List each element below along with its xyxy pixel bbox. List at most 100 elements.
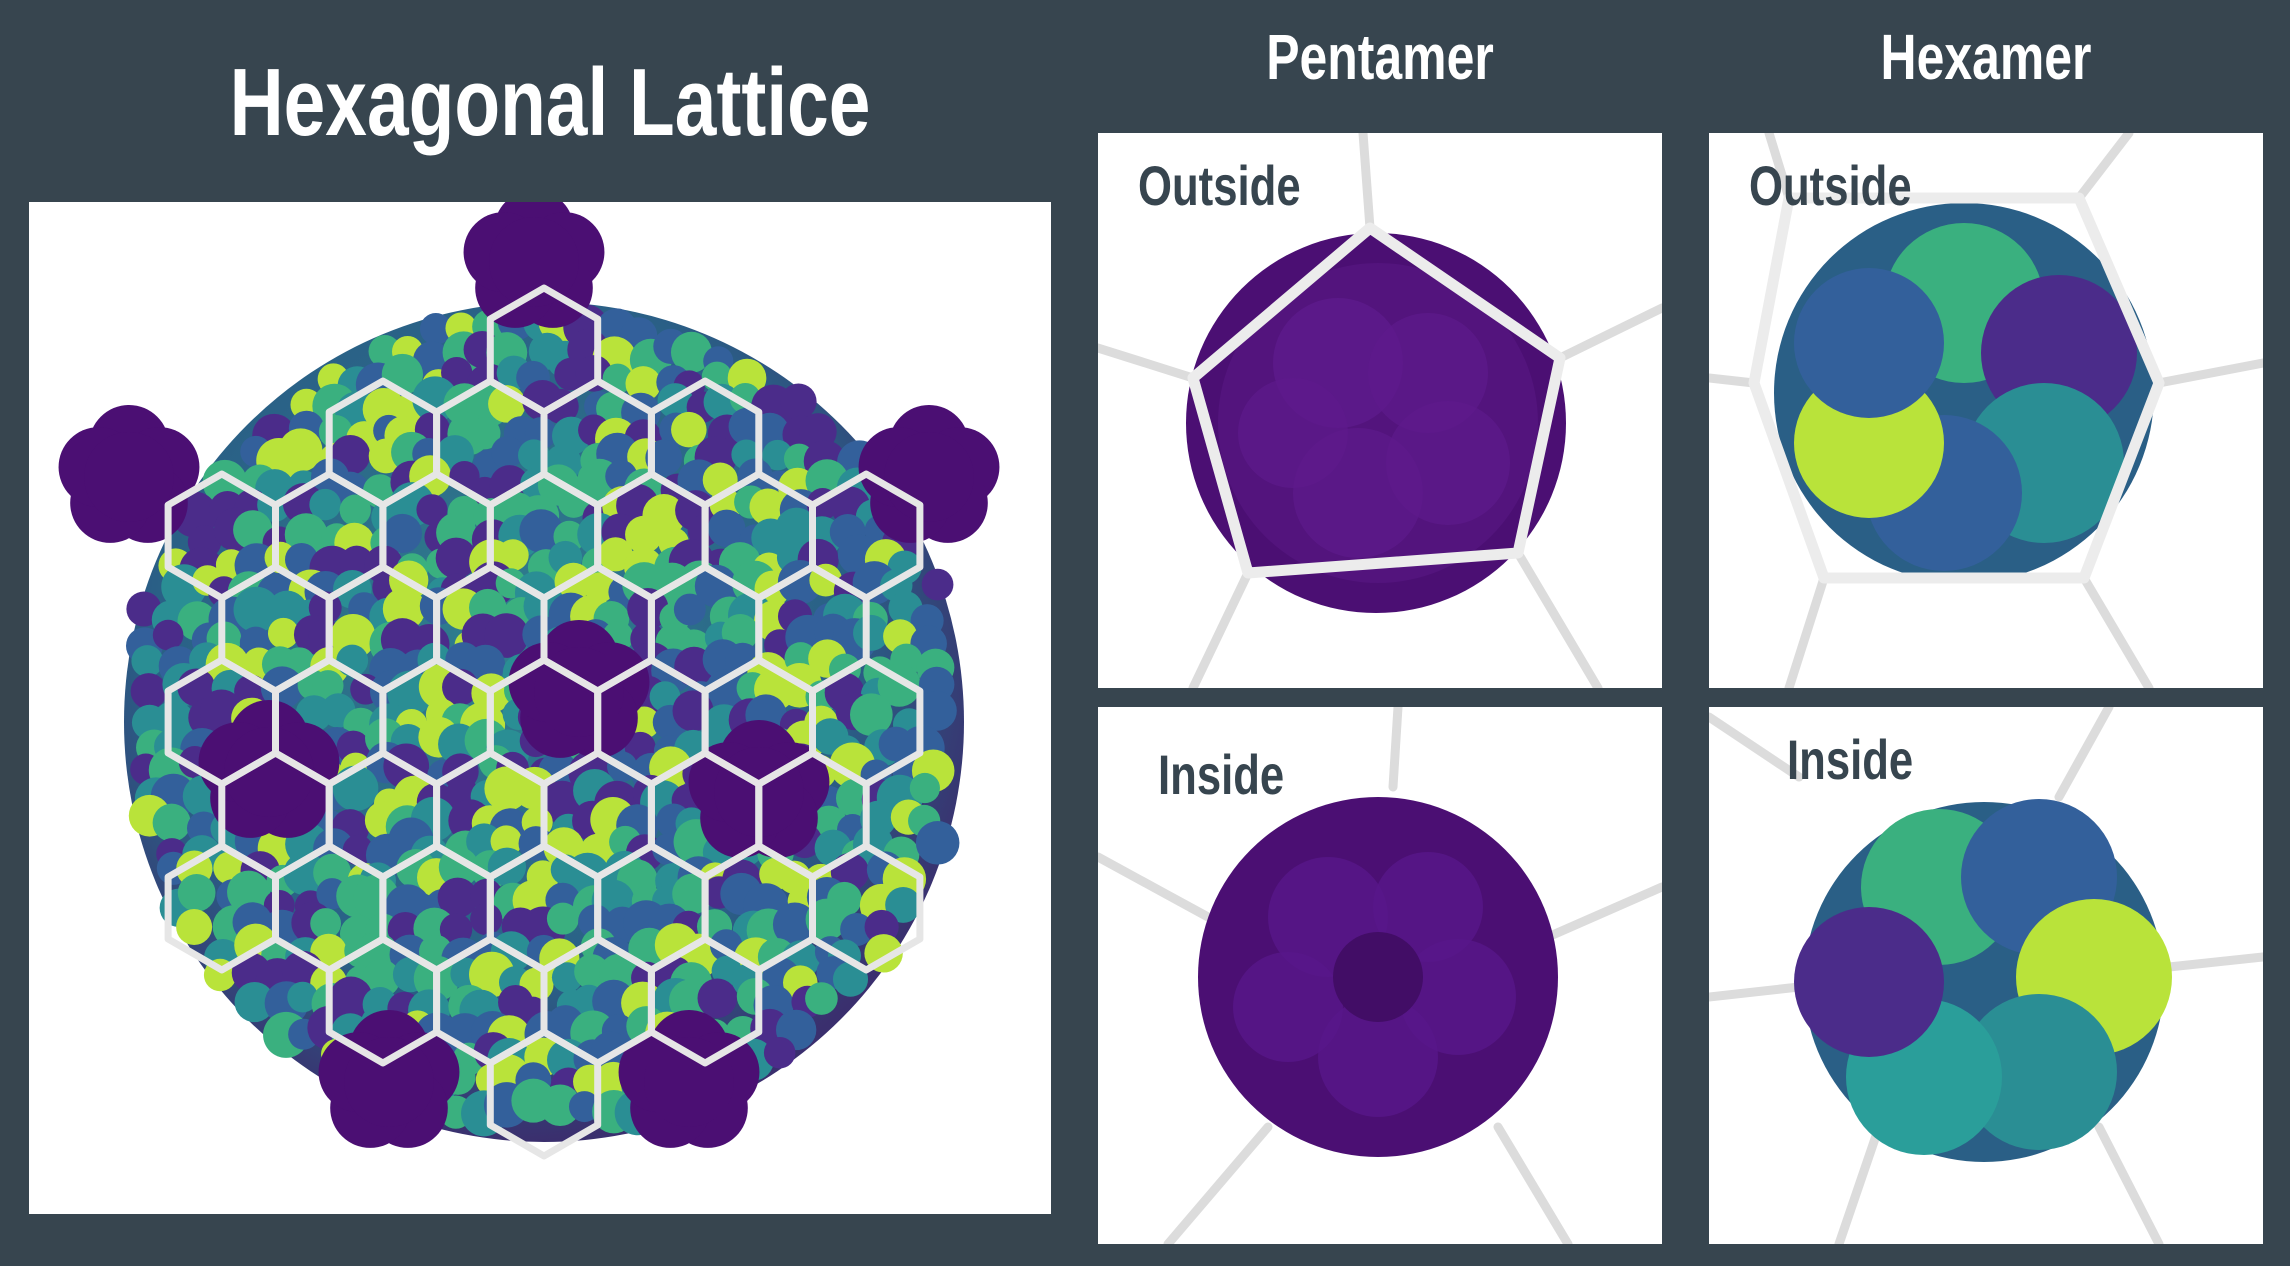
protein-blob: [310, 908, 342, 939]
protein-blob: [649, 681, 681, 712]
pentamer-blob: [58, 405, 200, 543]
protein-blob: [921, 568, 954, 601]
protein-blob: [312, 670, 344, 702]
protein-blob: [670, 331, 712, 373]
protein-blob: [780, 383, 817, 420]
hexamer-inside-render: [1709, 707, 2263, 1244]
pentamer-column-title: Pentamer: [1266, 21, 1494, 93]
protein-blob: [772, 902, 817, 947]
protein-blob: [131, 645, 164, 677]
protein-blob: [437, 877, 478, 918]
protein-blob: [484, 613, 529, 658]
protein-blob: [749, 488, 787, 526]
lattice-edges: [1709, 707, 2263, 1244]
protein-blob: [470, 903, 503, 936]
protein-blob: [468, 417, 501, 450]
protein-blob: [671, 411, 707, 448]
figure-title: Hexagonal Lattice: [229, 49, 871, 156]
pentamer-protein: [1198, 797, 1558, 1157]
protein-blob: [705, 669, 747, 710]
protein-blob: [697, 978, 738, 1018]
protein-blob: [278, 428, 323, 472]
protein-blob: [805, 982, 838, 1015]
capsid-pentamers: [58, 202, 1000, 1148]
pentamer-outside-label: Outside: [1138, 154, 1301, 217]
protein-blob: [152, 803, 191, 842]
protein-blob: [130, 673, 167, 710]
lattice-cell: [486, 1028, 602, 1160]
protein-blob: [568, 1091, 600, 1123]
protein-blob: [916, 690, 957, 731]
protein-blob: [416, 494, 448, 526]
pentamer-inside-render: [1098, 707, 1662, 1244]
protein-blob: [673, 593, 706, 626]
capsid-lattice-image: [29, 202, 1051, 1214]
protein-blob: [362, 959, 401, 998]
hexamer-protein: [1774, 203, 2154, 583]
lattice-edges: [1709, 133, 2263, 688]
protein-blob: [539, 1084, 581, 1127]
protein-blob: [519, 509, 563, 553]
protein-blob: [267, 617, 299, 649]
lattice-cell: [809, 842, 924, 974]
protein-blob: [598, 537, 633, 572]
pentamer-inside-label: Inside: [1158, 743, 1285, 806]
protein-blob: [234, 982, 275, 1023]
protein-blob: [915, 821, 960, 865]
lattice-edges: [1098, 707, 1662, 1244]
protein-blob: [805, 898, 848, 941]
hexamer-inside-panel: Inside: [1709, 707, 2263, 1244]
protein-blob: [584, 572, 615, 603]
hexamer-protein: [1794, 799, 2172, 1162]
protein-blob: [763, 1036, 796, 1069]
capsid-render: [58, 202, 1000, 1160]
pentamer-blob: [618, 1010, 760, 1148]
protein-blob: [382, 587, 426, 631]
protein-blob: [885, 886, 922, 923]
protein-blob: [233, 510, 273, 550]
protein-blob: [546, 902, 579, 935]
pentamer-outside-panel: Outside: [1098, 133, 1662, 688]
pentamer-outside-render: [1098, 133, 1662, 688]
protein-blob: [435, 537, 477, 579]
pentagon-outline: [1187, 222, 1566, 579]
protein-blob: [177, 874, 216, 912]
protein-blob: [152, 619, 184, 651]
hexamer-outside-label: Outside: [1749, 154, 1912, 217]
protein-blob: [339, 494, 371, 526]
pentamer-inside-panel: Inside: [1098, 707, 1662, 1244]
pentamer-protein: [1186, 233, 1566, 613]
protein-blob: [849, 693, 893, 737]
lattice-edges: [1098, 133, 1662, 688]
pentamer-blob: [858, 405, 1000, 543]
protein-blob: [853, 614, 890, 651]
protein-blob: [441, 356, 473, 389]
protein-blob: [330, 613, 376, 659]
protein-blob: [625, 515, 663, 554]
protein-blob: [491, 436, 524, 469]
protein-blob: [382, 513, 423, 554]
protein-blob: [909, 772, 940, 804]
pentamer-blob: [463, 202, 605, 328]
protein-blob: [287, 981, 319, 1013]
protein-blob: [309, 488, 341, 521]
protein-blob: [497, 539, 529, 571]
pentamer-blob: [318, 1010, 460, 1148]
hexamer-column-title: Hexamer: [1880, 21, 2092, 93]
protein-blob: [438, 847, 479, 888]
protein-blob: [439, 913, 473, 946]
hexamer-inside-label: Inside: [1787, 728, 1914, 791]
protein-blob: [840, 912, 874, 947]
hexagonal-lattice-overlay: [164, 284, 924, 1160]
hexamer-outside-panel: Outside: [1709, 133, 2263, 688]
protein-blob: [707, 509, 746, 548]
protein-blob: [176, 908, 213, 945]
protein-blob: [233, 586, 280, 633]
protein-blob: [227, 870, 271, 914]
protein-blob: [832, 961, 869, 997]
protein-blob: [625, 366, 661, 402]
hexagon-outline: [1748, 192, 2165, 584]
lattice-cell: [647, 935, 763, 1067]
protein-blob: [596, 391, 630, 426]
protein-blob: [419, 313, 452, 345]
